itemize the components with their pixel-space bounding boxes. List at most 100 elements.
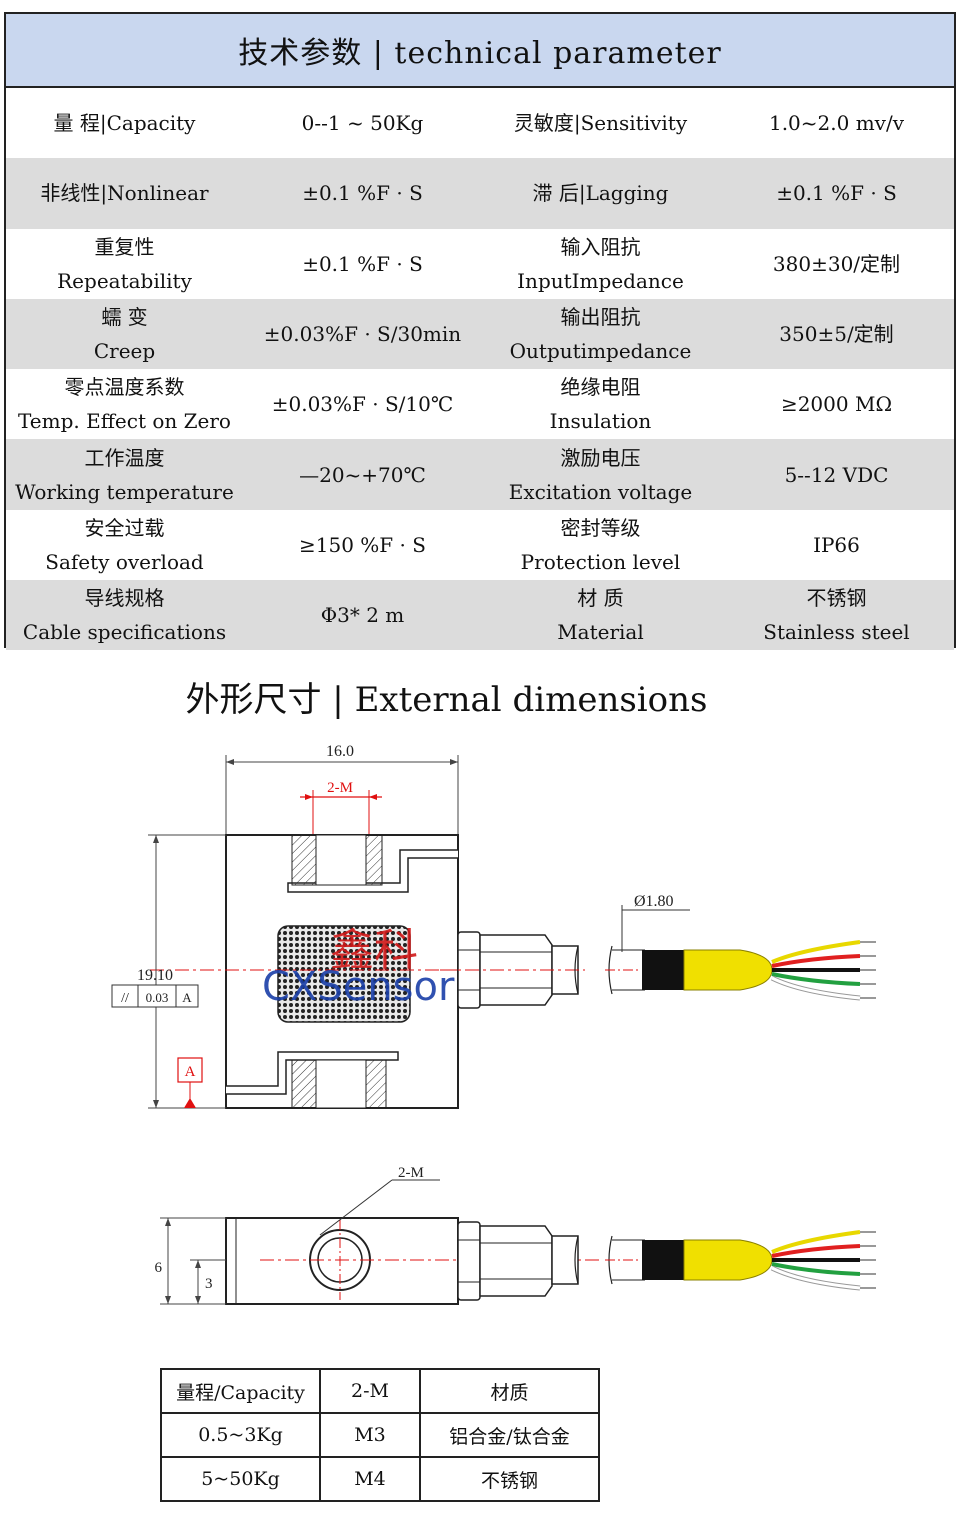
tech-cell-text: ≥2000 MΩ xyxy=(780,392,893,417)
tech-table-cell: 量 程|Capacity xyxy=(6,88,243,158)
tech-table-cell: ≥2000 MΩ xyxy=(719,369,954,439)
tech-cell-text: Cable specifications xyxy=(22,620,227,645)
company-logo: 鑫科 CXSensor xyxy=(262,925,455,1010)
tech-table-row: 导线规格 Cable specifications Φ3* 2 m 材 质 Materi… xyxy=(6,580,954,651)
tech-table-cell: 零点温度系数 Temp. Effect on Zero xyxy=(6,369,243,439)
table-header-cell: 材质 xyxy=(419,1368,600,1414)
width-dimension: 16.0 xyxy=(225,743,459,835)
tech-cell-text: 零点温度系数 xyxy=(64,375,185,400)
height-dimension: 19.10 xyxy=(137,834,226,1109)
tech-table-body: 量 程|Capacity 0--1 ~ 50Kg 灵敏度|Sensitivity 1.… xyxy=(6,88,954,651)
tech-cell-text: 非线性|Nonlinear xyxy=(40,181,209,206)
parallelism-datum: A xyxy=(182,990,192,1005)
tech-table-cell: —20~+70℃ xyxy=(243,439,482,509)
tech-table-cell: 0--1 ~ 50Kg xyxy=(243,88,482,158)
tech-table-cell: 导线规格 Cable specifications xyxy=(6,580,243,650)
capacity-thread-table: 量程/Capacity 2-M 材质 0.5~3Kg M3 铝合金/钛合金 5~… xyxy=(160,1368,600,1502)
logo-en: CXSensor xyxy=(262,964,455,1010)
tech-cell-text: 绝缘电阻 xyxy=(560,375,641,400)
tech-cell-text: Working temperature xyxy=(15,479,234,504)
height-label: 19.10 xyxy=(137,967,173,984)
table-cell: 铝合金/钛合金 xyxy=(419,1412,600,1458)
table-header-row: 量程/Capacity 2-M 材质 xyxy=(160,1368,600,1414)
table-row: 5~50Kg M4 不锈钢 xyxy=(160,1456,600,1502)
table-cell: 不锈钢 xyxy=(419,1456,600,1502)
tech-cell-text: Insulation xyxy=(549,409,652,434)
tech-table-cell: 380±30/定制 xyxy=(719,229,954,299)
sensor-body-front xyxy=(150,834,470,1109)
tech-cell-text: —20~+70℃ xyxy=(299,462,426,487)
tech-table-cell: 5--12 VDC xyxy=(719,439,954,509)
tech-cell-text: 密封等级 xyxy=(560,515,641,540)
tech-table-cell: 绝缘电阻 Insulation xyxy=(482,369,719,439)
tech-cell-text: 滞 后|Lagging xyxy=(532,181,669,206)
tech-table-row: 非线性|Nonlinear ±0.1 %F · S 滞 后|Lagging ±0.1 … xyxy=(6,158,954,229)
cable-dia-label: Ø1.80 xyxy=(634,893,674,910)
tech-cell-text: Repeatability xyxy=(57,268,192,293)
tech-table-cell: ±0.1 %F · S xyxy=(243,158,482,228)
tech-table-cell: ±0.03%F · S/30min xyxy=(243,299,482,369)
tech-cell-text: IP66 xyxy=(813,532,860,557)
tech-cell-text: ±0.1 %F · S xyxy=(302,251,423,276)
tech-table-cell: 密封等级 Protection level xyxy=(482,510,719,580)
tech-cell-text: 激励电压 xyxy=(560,445,641,470)
tech-cell-text: 灵敏度|Sensitivity xyxy=(513,111,688,136)
tech-table-cell: ±0.1 %F · S xyxy=(243,229,482,299)
table-row: 0.5~3Kg M3 铝合金/钛合金 xyxy=(160,1412,600,1458)
side-thread-label: 2-M xyxy=(398,1165,424,1181)
tech-table-cell: 输出阻抗 Outputimpedance xyxy=(482,299,719,369)
tech-cell-text: ±0.1 %F · S xyxy=(302,181,423,206)
parallelism-symbol: // xyxy=(121,991,129,1006)
parallelism-value: 0.03 xyxy=(146,990,169,1005)
tech-cell-text: 安全过载 xyxy=(84,515,165,540)
sensor-body-side: 2-M xyxy=(225,1165,600,1305)
cable-front: Ø1.80 xyxy=(605,893,876,1001)
tech-cell-text: 350±5/定制 xyxy=(779,322,894,347)
tech-cell-text: ±0.1 %F · S xyxy=(776,181,897,206)
tech-cell-text: ±0.03%F · S/30min xyxy=(263,322,462,347)
thread-label: 2-M xyxy=(327,780,353,796)
tech-cell-text: Φ3* 2 m xyxy=(320,603,405,628)
side-height-dimension: 6 3 xyxy=(155,1217,226,1305)
tech-table-cell: ≥150 %F · S xyxy=(243,510,482,580)
tech-cell-text: Material xyxy=(557,620,644,645)
tech-cell-text: Stainless steel xyxy=(763,620,910,645)
tech-table-cell: Φ3* 2 m xyxy=(243,580,482,650)
tech-table-title: 技术参数 | technical parameter xyxy=(6,14,954,88)
tech-table-row: 安全过载 Safety overload ≥150 %F · S 密封等级 Protec… xyxy=(6,509,954,581)
tech-table-cell: 非线性|Nonlinear xyxy=(6,158,243,228)
thread-dimension: 2-M xyxy=(300,780,382,835)
tech-cell-text: 输入阻抗 xyxy=(560,234,641,259)
tech-cell-text: Outputimpedance xyxy=(509,339,692,364)
cable-gland-side xyxy=(457,1221,579,1301)
cable-gland-front xyxy=(440,931,585,1009)
tech-cell-text: 输出阻抗 xyxy=(560,305,641,330)
tech-cell-text: 1.0~2.0 mv/v xyxy=(768,111,904,136)
tech-cell-text: 导线规格 xyxy=(84,586,165,611)
cable-side xyxy=(605,1230,876,1291)
table-header-cell: 2-M xyxy=(319,1368,421,1414)
table-cell: M4 xyxy=(319,1456,421,1502)
tech-cell-text: 量 程|Capacity xyxy=(53,111,196,136)
datum-label: A xyxy=(185,1064,196,1080)
tech-table-cell: 灵敏度|Sensitivity xyxy=(482,88,719,158)
tech-cell-text: ±0.03%F · S/10℃ xyxy=(271,392,454,417)
tech-cell-text: InputImpedance xyxy=(517,268,684,293)
tech-cell-text: Creep xyxy=(93,339,156,364)
table-header-cell: 量程/Capacity xyxy=(160,1368,321,1414)
tech-cell-text: 0--1 ~ 50Kg xyxy=(301,111,424,136)
side-half-label: 3 xyxy=(205,1276,213,1292)
tech-cell-text: Safety overload xyxy=(45,549,204,574)
tech-table-cell: ±0.03%F · S/10℃ xyxy=(243,369,482,439)
tech-table-cell: 350±5/定制 xyxy=(719,299,954,369)
tech-cell-text: Temp. Effect on Zero xyxy=(18,409,231,434)
tech-cell-text: 5--12 VDC xyxy=(784,462,889,487)
logo-cn: 鑫科 xyxy=(330,925,418,976)
tech-cell-text: ≥150 %F · S xyxy=(299,532,426,557)
tech-cell-text: 材 质 xyxy=(577,586,624,611)
width-label: 16.0 xyxy=(326,743,354,760)
tech-cell-text: Protection level xyxy=(520,549,681,574)
